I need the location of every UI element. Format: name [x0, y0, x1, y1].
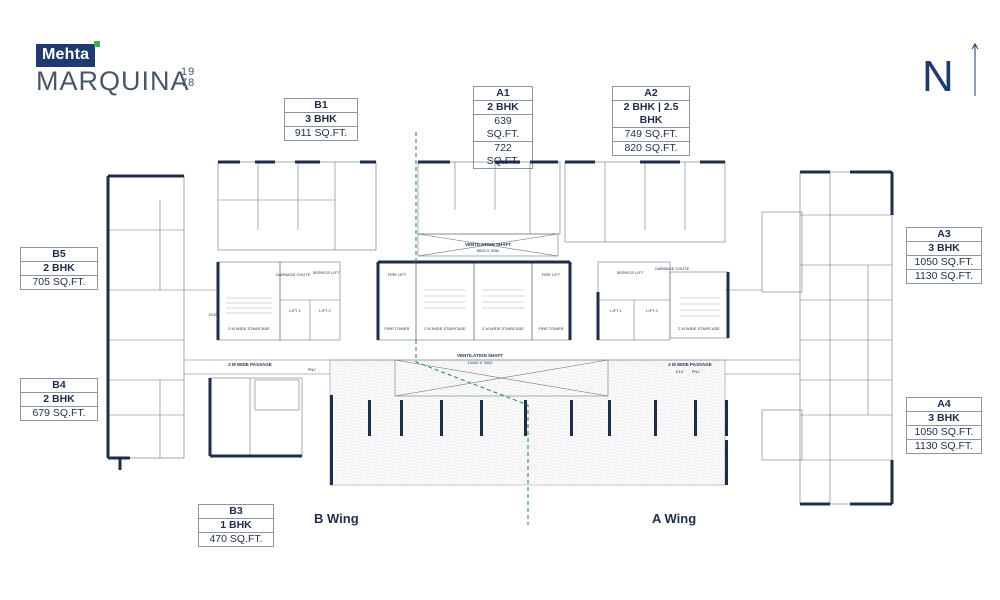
unit-area: 1050 SQ.FT.	[907, 426, 981, 440]
project-year-bottom: 78	[181, 77, 196, 89]
unit-area: 1050 SQ.FT.	[907, 256, 981, 270]
label-service-lift-right: SERVICE LIFT	[617, 270, 644, 275]
wing-divider-line	[415, 132, 529, 525]
unit-area: 911 SQ.FT.	[294, 127, 348, 139]
unit-b1-outline	[217, 161, 377, 251]
unit-box-b1: B1 3 BHK 911 SQ.FT.	[284, 98, 358, 141]
unit-box-a2: A2 2 BHK | 2.5 BHK 749 SQ.FT. 820 SQ.FT.	[612, 86, 690, 156]
tower-a3-a4	[799, 171, 893, 505]
brand-name: Mehta	[42, 46, 90, 63]
label-service-lift-left: SERVICE LIFT	[313, 270, 340, 275]
label-fire-tower-left: FIRE TOWER	[385, 326, 410, 331]
unit-type: 3 BHK	[907, 412, 981, 426]
unit-area: 639 SQ.FT.	[474, 115, 532, 142]
unit-type: 2 BHK | 2.5 BHK	[613, 101, 689, 128]
unit-code: A1	[474, 87, 532, 101]
label-passage-left: 2 M WIDE PASSAGE	[228, 362, 271, 367]
label-staircase-center-right: 2 M WIDE STAIRCASE	[482, 326, 524, 331]
project-name: MARQUINA	[36, 66, 190, 96]
label-vent-shaft-mid: VENTILATION SHAFT	[457, 353, 503, 358]
unit-box-a1: A1 2 BHK 639 SQ.FT. 722 SQ.FT.	[473, 86, 533, 169]
north-label: N	[922, 52, 954, 101]
tower-b5-b4	[107, 175, 185, 459]
unit-area: 749 SQ.FT.	[613, 128, 689, 142]
unit-code: B4	[21, 379, 97, 393]
label-staircase-left: 2 M WIDE STAIRCASE	[228, 326, 270, 331]
label-garbage-left: GARBAGE CHUTE	[276, 272, 311, 277]
label-staircase-right: 2 M WIDE STAIRCASE	[678, 326, 720, 331]
label-fire-tower-right: FIRE TOWER	[539, 326, 564, 331]
walls-thin	[107, 161, 893, 505]
unit-code: B1	[285, 99, 357, 113]
wing-label-a: A Wing	[652, 511, 697, 526]
unit-area: 679 SQ.FT.	[32, 407, 86, 419]
unit-area: 1130 SQ.FT.	[914, 270, 974, 282]
label-vent-shaft-top-dim: 8525 X 3050	[477, 248, 500, 253]
label-fire-lift-right: FIRE LIFT	[542, 272, 561, 277]
unit-code: B5	[21, 248, 97, 262]
label-pnc-right: PNC	[692, 369, 701, 374]
unit-box-b4: B4 2 BHK 679 SQ.FT.	[20, 378, 98, 421]
unit-area: 1130 SQ.FT.	[914, 440, 974, 452]
label-lift2-right: LIFT 2	[646, 308, 658, 313]
project-year-top: 19	[181, 66, 196, 78]
unit-area: 705 SQ.FT.	[32, 276, 86, 288]
wing-label-b: B Wing	[314, 511, 359, 526]
label-lift2-left: LIFT 2	[319, 308, 331, 313]
brand-accent-mark	[94, 41, 101, 47]
unit-a1-outline	[417, 161, 561, 235]
label-pnc-left: PNC	[308, 367, 317, 372]
label-garbage-right: GARBAGE CHUTE	[655, 266, 690, 271]
label-lift1-left: LIFT 1	[289, 308, 301, 313]
unit-code: A2	[613, 87, 689, 101]
walls-thick	[106, 160, 894, 506]
brand-logo: Mehta	[36, 41, 101, 67]
vent-shaft-top	[417, 233, 559, 257]
unit-area: 470 SQ.FT.	[209, 533, 263, 545]
unit-box-b3: B3 1 BHK 470 SQ.FT.	[198, 504, 274, 547]
vent-shaft-mid	[394, 359, 609, 397]
label-lift1-right: LIFT 1	[610, 308, 622, 313]
unit-b3-outline	[209, 377, 303, 457]
columns	[330, 395, 728, 485]
unit-box-a4: A4 3 BHK 1050 SQ.FT. 1130 SQ.FT.	[906, 397, 982, 454]
unit-type: 1 BHK	[199, 519, 273, 533]
project-year: 19 78	[181, 67, 195, 89]
unit-box-b5: B5 2 BHK 705 SQ.FT.	[20, 247, 98, 290]
unit-code: B3	[199, 505, 273, 519]
label-ele-left: ELE	[209, 312, 217, 317]
label-vent-shaft-top: VENTILATION SHAFT	[465, 242, 511, 247]
unit-code: A4	[907, 398, 981, 412]
label-ele-right: ELE	[676, 369, 684, 374]
unit-type: 3 BHK	[285, 113, 357, 127]
unit-type: 2 BHK	[21, 393, 97, 407]
unit-box-a3: A3 3 BHK 1050 SQ.FT. 1130 SQ.FT.	[906, 227, 982, 284]
label-passage-right: 2 M WIDE PASSAGE	[668, 362, 711, 367]
unit-code: A3	[907, 228, 981, 242]
label-fire-lift-left: FIRE LIFT	[388, 272, 407, 277]
unit-type: 2 BHK	[474, 101, 532, 115]
label-vent-shaft-mid-dim: 10400 X 3000	[468, 360, 494, 365]
north-arrow-icon	[971, 43, 979, 96]
label-staircase-center-left: 2 M WIDE STAIRCASE	[424, 326, 466, 331]
unit-area: 820 SQ.FT.	[624, 142, 678, 154]
unit-type: 3 BHK	[907, 242, 981, 256]
unit-type: 2 BHK	[21, 262, 97, 276]
